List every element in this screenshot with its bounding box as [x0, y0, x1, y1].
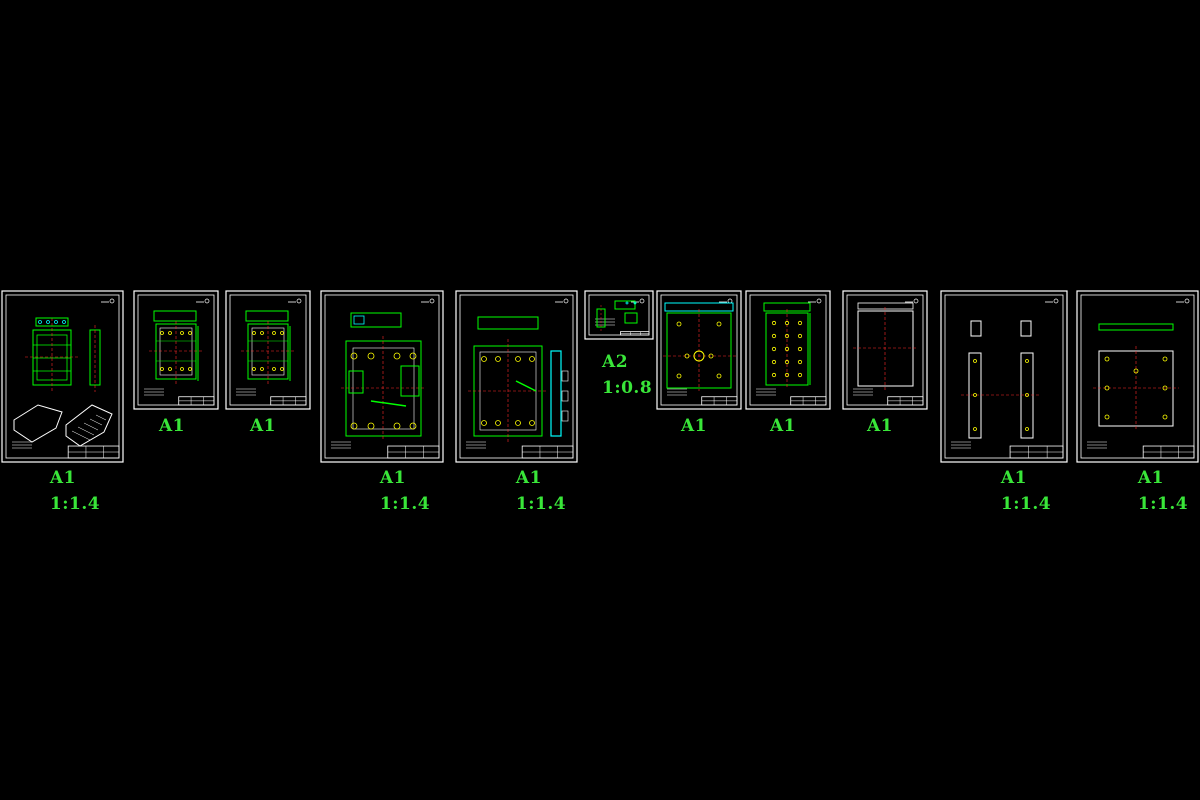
notes-s11 — [1087, 441, 1107, 449]
drawing-sheet-s1 — [1, 290, 124, 463]
title-block-s10 — [1009, 445, 1064, 459]
logo-mark-s9 — [905, 298, 919, 304]
logo-mark-s2 — [196, 298, 210, 304]
title-block-s9 — [887, 396, 924, 406]
sheet-size-s8: A1 — [769, 416, 797, 436]
notes-s10 — [951, 441, 971, 449]
sheet-label-s10: A1 1:1.4 — [1001, 468, 1051, 514]
iso-view-left — [13, 404, 63, 443]
sheet-label-s3: A1 — [250, 416, 276, 436]
drawing-sheet-s2 — [133, 290, 219, 410]
drawing-sheet-s7 — [656, 290, 742, 410]
title-block-s8 — [790, 396, 827, 406]
notes-s3 — [236, 388, 256, 396]
logo-mark-s3 — [288, 298, 302, 304]
drawing-sheet-s6 — [584, 290, 654, 340]
sheet-size-s9: A1 — [866, 416, 894, 436]
drawing-sheet-s4 — [320, 290, 444, 463]
title-block-s2 — [178, 396, 215, 406]
title-block-s3 — [270, 396, 307, 406]
sheet-scale-s5: 1:1.4 — [515, 494, 567, 514]
title-block-s1 — [67, 445, 120, 459]
sheet-size-s6: A2 — [602, 352, 629, 372]
sheet-label-s8: A1 — [770, 416, 796, 436]
logo-mark-s4 — [421, 298, 435, 304]
sheet-scale-s10: 1:1.4 — [1000, 494, 1052, 514]
drawing-sheet-s3 — [225, 290, 311, 410]
logo-mark-s8 — [808, 298, 822, 304]
drawing-sheet-s9 — [842, 290, 928, 410]
logo-mark-s10 — [1045, 298, 1059, 304]
notes-s5 — [466, 441, 486, 449]
sheet-label-s5: A1 1:1.4 — [516, 468, 566, 514]
title-block-s5 — [521, 445, 574, 459]
drawing-sheet-s8 — [745, 290, 831, 410]
notes-s8 — [756, 388, 776, 396]
sheet-scale-s1: 1:1.4 — [49, 494, 101, 514]
notes-s7 — [667, 388, 687, 396]
sheet-scale-s11: 1:1.4 — [1137, 494, 1189, 514]
title-block-s4 — [387, 445, 440, 459]
sheet-scale-s6: 1:0.8 — [602, 378, 653, 398]
sheet-scale-s4: 1:1.4 — [379, 494, 431, 514]
notes-s9 — [853, 388, 873, 396]
title-block-s11 — [1142, 445, 1195, 459]
sheet-size-s10: A1 — [1000, 468, 1027, 488]
sheet-label-s1: A1 1:1.4 — [50, 468, 100, 514]
logo-mark-s5 — [555, 298, 569, 304]
sheet-size-s1: A1 — [49, 468, 76, 488]
sheet-label-s9: A1 — [867, 416, 893, 436]
logo-mark-s11 — [1176, 298, 1190, 304]
notes-s2 — [144, 388, 164, 396]
sheet-size-s11: A1 — [1137, 468, 1164, 488]
sheet-label-s4: A1 1:1.4 — [380, 468, 430, 514]
sheet-size-s4: A1 — [379, 468, 406, 488]
title-block-s7 — [701, 396, 738, 406]
sheet-label-s2: A1 — [159, 416, 185, 436]
sheet-label-s11: A1 1:1.4 — [1138, 468, 1188, 514]
sheet-size-s3: A1 — [249, 416, 277, 436]
sheet-label-s7: A1 — [681, 416, 707, 436]
sheet-size-s7: A1 — [680, 416, 708, 436]
sheet-size-s5: A1 — [515, 468, 542, 488]
logo-mark-s7 — [719, 298, 733, 304]
sheet-label-s6: A2 1:0.8 — [602, 352, 652, 398]
drawing-sheet-s10 — [940, 290, 1068, 463]
drawing-sheet-s11 — [1076, 290, 1199, 463]
drawing-sheet-s5 — [455, 290, 578, 463]
logo-mark-s1 — [101, 298, 115, 304]
notes-s4 — [331, 441, 351, 449]
sheet-size-s2: A1 — [158, 416, 186, 436]
iso-view-right — [65, 404, 113, 447]
title-block-s6 — [620, 331, 650, 336]
notes-s1 — [12, 441, 32, 449]
